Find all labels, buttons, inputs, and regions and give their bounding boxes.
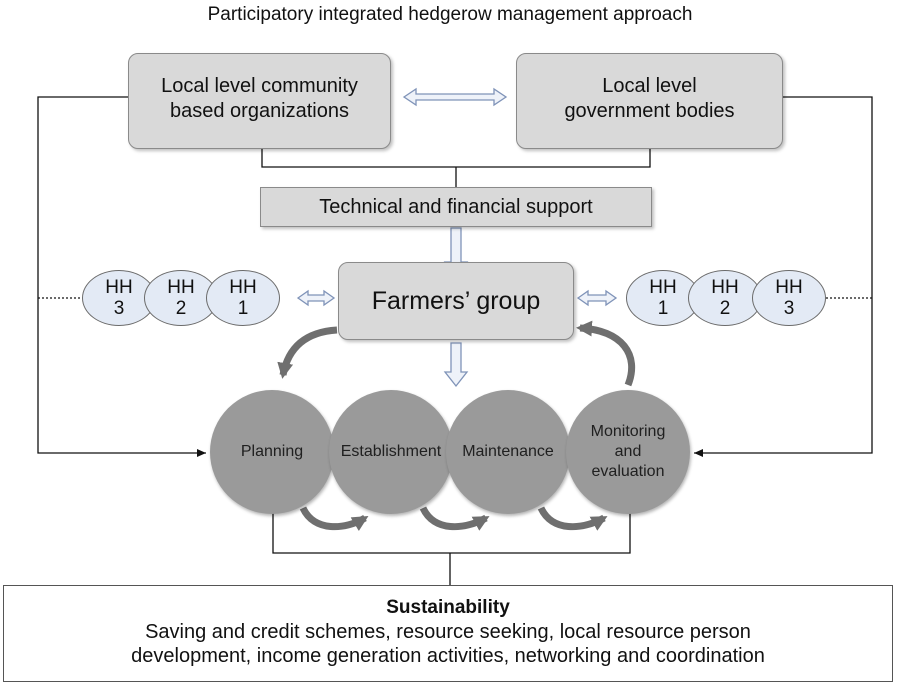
household-number: 1 (237, 298, 249, 319)
household-left-1: HH 1 (206, 270, 280, 326)
household-left-3: HH 3 (82, 270, 156, 326)
government-line-1: Local level (602, 75, 697, 97)
double-arrow-right (576, 289, 618, 307)
cycle-label: evaluation (591, 463, 665, 480)
household-right-1: HH 1 (626, 270, 700, 326)
cbo-line-1: Local level community (161, 75, 358, 97)
sustainability-box: Sustainability Saving and credit schemes… (3, 585, 893, 682)
connector-cbo (261, 148, 651, 168)
outer-left-line (37, 96, 206, 457)
cycle-maintenance: Maintenance (446, 390, 570, 514)
household-number: 2 (175, 298, 187, 319)
connector-sustainability (272, 512, 631, 554)
cycle-label: and (614, 443, 642, 460)
household-label: HH (229, 277, 257, 298)
sustainability-line-2: development, income generation activitie… (131, 645, 765, 667)
household-number: 1 (657, 298, 669, 319)
cycle-label: Monitoring (590, 423, 666, 440)
household-number: 2 (719, 298, 731, 319)
farmers-group-box: Farmers’ group (338, 262, 574, 340)
household-label: HH (167, 277, 195, 298)
government-line-2: government bodies (564, 100, 735, 122)
household-label: HH (649, 277, 677, 298)
cycle-monitoring-evaluation: Monitoring and evaluation (566, 390, 690, 514)
household-number: 3 (783, 298, 795, 319)
cycle-planning: Planning (210, 390, 334, 514)
cbo-box: Local level community based organization… (128, 53, 391, 149)
household-label: HH (775, 277, 803, 298)
cycle-label: Planning (240, 443, 304, 460)
sustainability-line-1: Saving and credit schemes, resource seek… (145, 621, 751, 643)
support-label: Technical and financial support (319, 196, 593, 218)
curved-arrow-farmers-to-planning (277, 326, 338, 379)
double-arrow-top (402, 87, 508, 107)
down-arrow-farmers (443, 342, 469, 388)
cbo-line-2: based organizations (169, 100, 349, 122)
household-label: HH (105, 277, 133, 298)
cycle-establishment: Establishment (329, 390, 453, 514)
sustainability-heading: Sustainability (386, 597, 510, 618)
curved-arrow-planning-to-establishment (299, 506, 369, 532)
household-right-3: HH 3 (752, 270, 826, 326)
farmers-group-label: Farmers’ group (371, 287, 541, 315)
cycle-label: Establishment (340, 443, 442, 460)
curved-arrow-maintenance-to-evaluation (537, 506, 608, 531)
outer-right-line (694, 96, 873, 457)
double-arrow-left (296, 289, 336, 307)
government-box: Local level government bodies (516, 53, 783, 149)
household-right-2: HH 2 (688, 270, 762, 326)
diagram-title: Participatory integrated hedgerow manage… (207, 4, 693, 25)
cycle-label: Maintenance (462, 443, 554, 460)
household-number: 3 (113, 298, 125, 319)
support-box: Technical and financial support (260, 187, 652, 227)
household-label: HH (711, 277, 739, 298)
curved-arrow-establishment-to-maintenance (419, 506, 490, 531)
household-left-2: HH 2 (144, 270, 218, 326)
curved-arrow-evaluation-to-farmers (576, 320, 636, 387)
